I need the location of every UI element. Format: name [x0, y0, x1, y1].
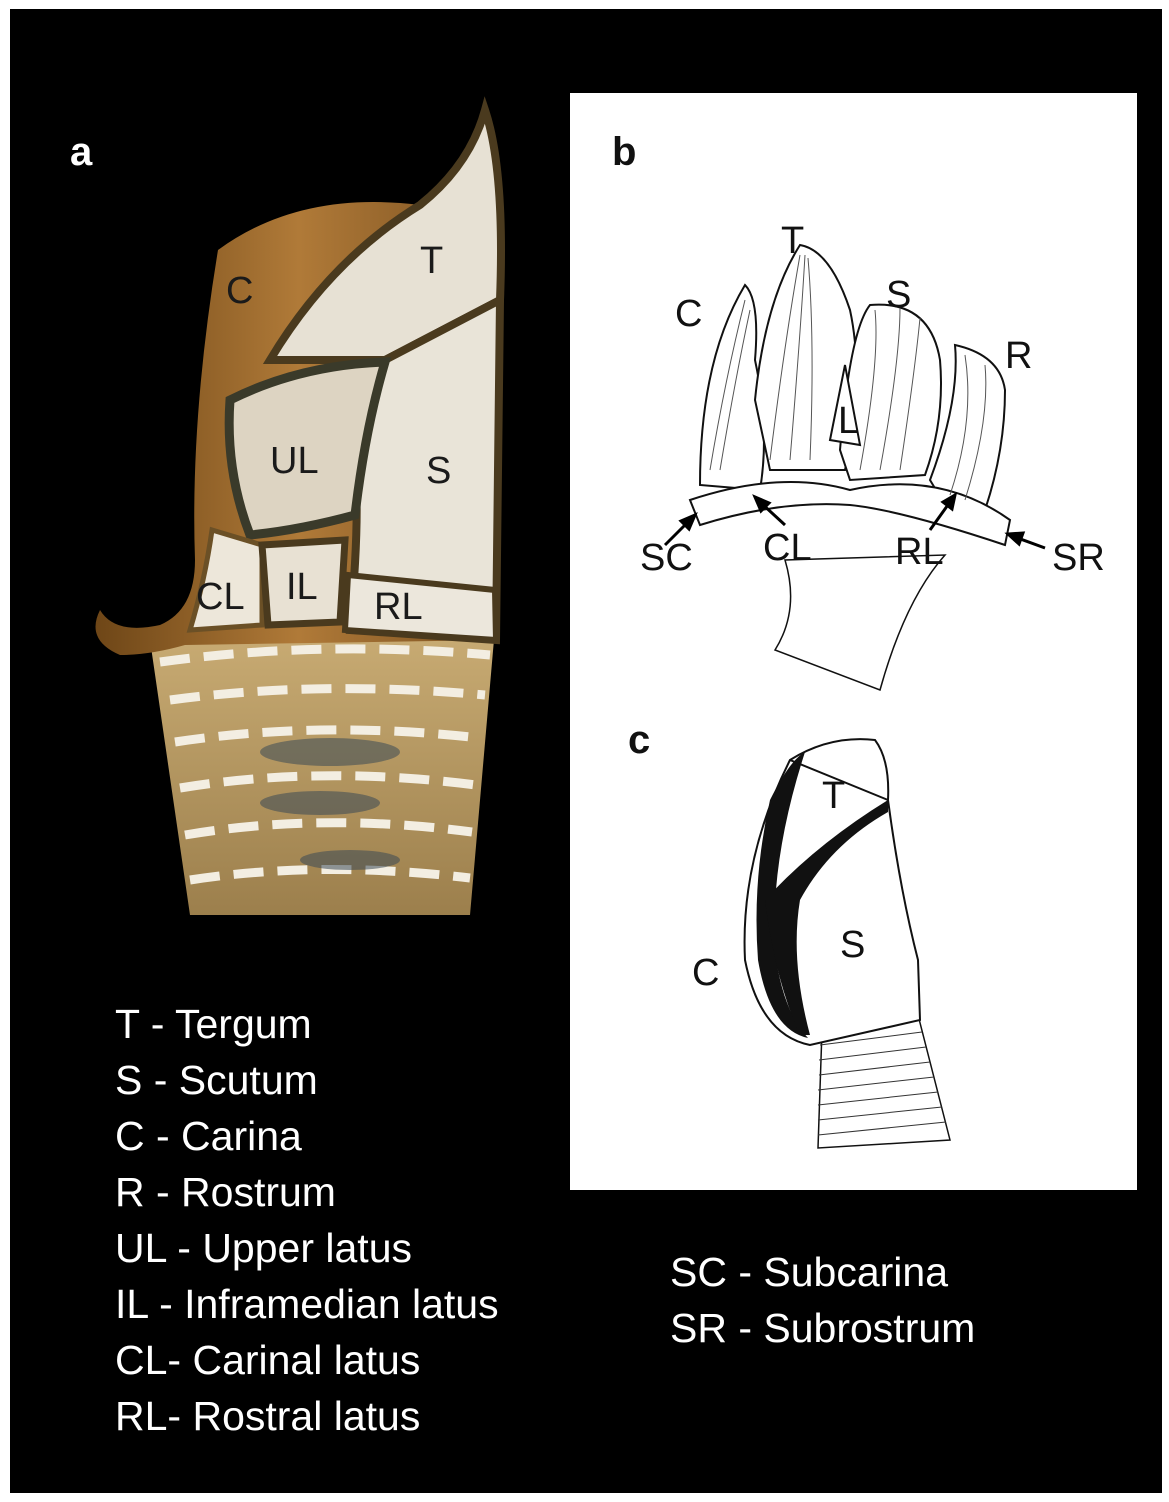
legend-item: CL- Carinal latus [115, 1332, 499, 1388]
legend-item: UL - Upper latus [115, 1220, 499, 1276]
legend-item: T - Tergum [115, 996, 499, 1052]
legend-item: S - Scutum [115, 1052, 499, 1108]
legend-right: SC - Subcarina SR - Subrostrum [670, 1244, 975, 1356]
panel-c-letter: c [628, 720, 650, 760]
legend-item: RL- Rostral latus [115, 1388, 499, 1444]
legend-item: IL - Inframedian latus [115, 1276, 499, 1332]
label-c-T: T [822, 775, 845, 818]
label-c-S: S [840, 924, 865, 967]
legend-item: SR - Subrostrum [670, 1300, 975, 1356]
label-c-C: C [692, 952, 719, 995]
legend-item: R - Rostrum [115, 1164, 499, 1220]
legend-item: SC - Subcarina [670, 1244, 975, 1300]
legend-left: T - Tergum S - Scutum C - Carina R - Ros… [115, 996, 499, 1444]
legend-item: C - Carina [115, 1108, 499, 1164]
